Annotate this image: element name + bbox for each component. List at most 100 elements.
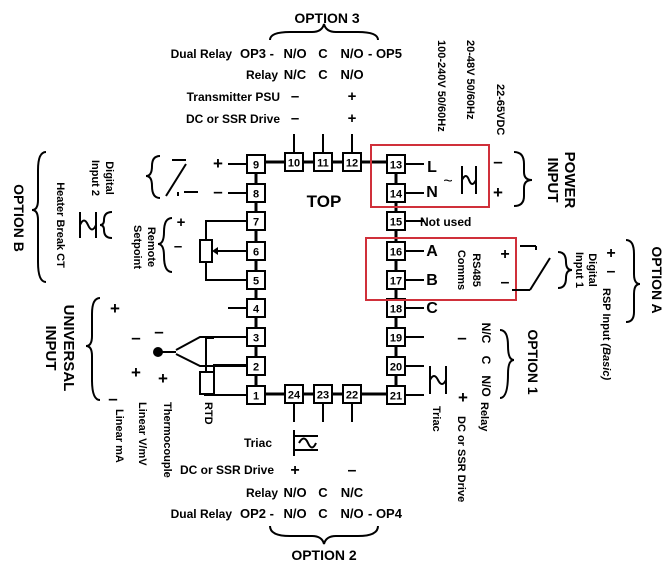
- option-a-brace: [625, 239, 641, 323]
- comms-a: A: [426, 243, 438, 260]
- terminal-23-number: 23: [317, 390, 329, 402]
- not-used-label: Not used: [420, 215, 471, 229]
- remote-plus: +: [177, 214, 186, 231]
- power-input-highlight: [370, 144, 490, 208]
- terminal-15-box: [386, 211, 406, 231]
- terminal-24: 24: [284, 384, 304, 422]
- option1-relay-label: Relay: [478, 402, 490, 432]
- comms-comms: Comms: [455, 250, 467, 290]
- option3-relay-c2: C: [318, 67, 328, 82]
- terminal-10-box: [284, 152, 304, 172]
- remote-minus: –: [174, 238, 182, 255]
- terminal-9: 9: [228, 154, 266, 174]
- terminal-23: 23: [313, 384, 333, 422]
- option-a-plus: +: [606, 245, 615, 262]
- option2-relay-c3: N/C: [341, 485, 364, 500]
- terminal-12-box: [342, 152, 362, 172]
- terminal-14-box: [386, 183, 406, 203]
- terminal-22-number: 22: [346, 390, 358, 402]
- option2-dual-relay-left: OP2 -: [240, 506, 274, 521]
- terminal-22: 22: [342, 384, 362, 422]
- linear-ma-label: Linear mA: [113, 409, 125, 463]
- power-brace: [513, 151, 533, 207]
- option3-transmitter-minus: –: [291, 88, 299, 105]
- digital1-brace: [557, 251, 573, 289]
- terminal-20-box: [386, 356, 406, 376]
- terminal-20: 20: [386, 356, 424, 376]
- terminal-24-number: 24: [288, 390, 301, 402]
- universal-v-minus: –: [131, 328, 140, 347]
- option1-dc-ssr-label: DC or SSR Drive: [455, 416, 467, 502]
- remote-pot-arrow: [212, 247, 218, 255]
- comms-rs485: RS485: [470, 253, 482, 287]
- terminal-19: 19: [386, 327, 424, 347]
- option1-brace: [499, 329, 515, 399]
- terminal-19-box: [386, 327, 406, 347]
- power-l: L: [427, 159, 437, 176]
- universal-brace: [85, 297, 101, 401]
- terminal-18-number: 18: [390, 304, 402, 316]
- option2-dual-relay-right: - OP4: [368, 506, 403, 521]
- terminal-12: 12: [342, 134, 362, 172]
- power-title: POWER: [561, 152, 578, 209]
- option1-relay-no: N/O: [479, 375, 493, 396]
- option3-relay-c3: N/O: [340, 67, 363, 82]
- terminal-23-box: [313, 384, 333, 404]
- option3-relay-c1: N/C: [284, 67, 307, 82]
- terminal-16-box: [386, 241, 406, 261]
- option-a-basic: (Basic): [600, 343, 612, 380]
- terminal-4-box: [246, 298, 266, 318]
- device-body: [254, 160, 398, 396]
- thermocouple-label: Thermocouple: [161, 402, 173, 478]
- power-voltage-1: 100-240V 50/60Hz: [435, 40, 447, 132]
- option3-dc-ssr-label: DC or SSR Drive: [186, 112, 280, 126]
- terminal-15-number: 15: [390, 217, 402, 229]
- option3-dual-relay-c2: C: [318, 46, 328, 61]
- top-label: TOP: [307, 192, 342, 211]
- option2-relay-c2: C: [318, 485, 328, 500]
- option1-triac-symbol: [429, 366, 447, 394]
- power-voltage-2: 20-48V 50/60Hz: [464, 40, 476, 120]
- terminal-9-box: [246, 154, 266, 174]
- terminal-5-number: 5: [253, 276, 259, 288]
- option1-title: OPTION 1: [525, 329, 541, 395]
- terminal-20-number: 20: [390, 362, 402, 374]
- universal-tc-plus: +: [158, 369, 168, 388]
- digital1-switch: [512, 245, 551, 291]
- option2-title: OPTION 2: [291, 547, 357, 563]
- terminal-17-number: 17: [390, 276, 402, 288]
- digital1-l1: Digital: [586, 253, 598, 287]
- option2-dual-relay-c3: N/O: [340, 506, 363, 521]
- terminal-17-box: [386, 270, 406, 290]
- digital1-plus: +: [500, 246, 509, 263]
- option3-transmitter-label: Transmitter PSU: [187, 90, 280, 104]
- thermocouple-symbol: [175, 336, 248, 367]
- option3-dc-ssr-minus: –: [291, 110, 299, 127]
- terminal-21-number: 21: [390, 391, 402, 403]
- universal-tc-minus: –: [154, 322, 163, 341]
- terminal-3-number: 3: [253, 333, 259, 345]
- option3-dc-ssr-plus: +: [348, 110, 357, 127]
- digital2-l1: Digital: [103, 161, 115, 195]
- universal-ma-plus: +: [110, 299, 120, 318]
- terminal-6-number: 6: [253, 247, 259, 259]
- power-ac-symbol: ~: [443, 173, 452, 190]
- terminal-17: 17: [386, 270, 424, 290]
- option2-dc-ssr-label: DC or SSR Drive: [180, 463, 274, 477]
- terminal-13-box: [386, 154, 406, 174]
- terminal-21: 21: [386, 385, 424, 405]
- option3-dual-relay-left: OP3 -: [240, 46, 274, 61]
- option3-dual-relay-c1: N/O: [283, 46, 306, 61]
- terminal-8-number: 8: [253, 189, 259, 201]
- terminal-7-number: 7: [253, 217, 259, 229]
- option-a-rsp: RSP Input (Basic): [600, 288, 612, 380]
- terminal-19-number: 19: [390, 333, 402, 345]
- option1-relay-c: C: [479, 356, 493, 365]
- digital1-l2: Input 1: [573, 252, 585, 288]
- power-dc-plus: +: [493, 183, 503, 202]
- terminal-21-box: [386, 385, 406, 405]
- option3-dual-relay-label: Dual Relay: [171, 47, 233, 61]
- universal-title: UNIVERSAL: [60, 305, 77, 392]
- option2-triac-label: Triac: [244, 436, 272, 450]
- remote-brace: [157, 217, 173, 273]
